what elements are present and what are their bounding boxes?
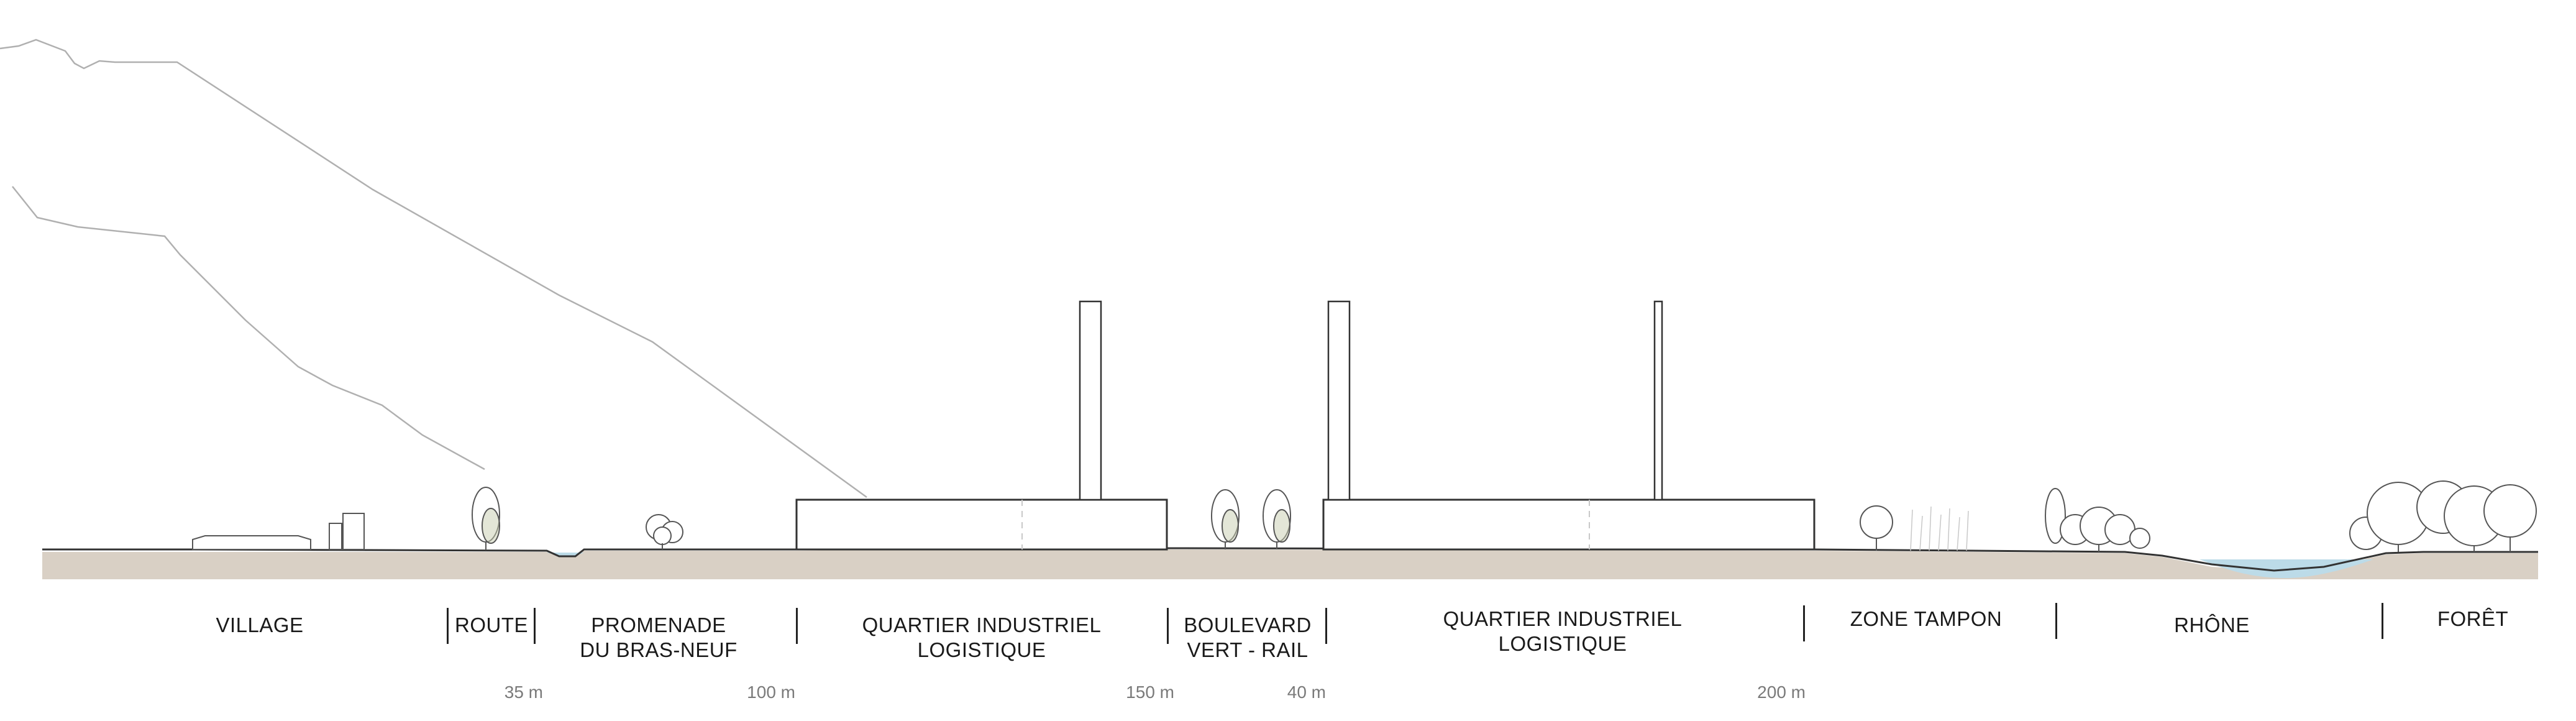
mountain-ridge-lower bbox=[12, 186, 485, 471]
zone-divider bbox=[796, 608, 798, 644]
reed-grass-icon bbox=[1966, 510, 1969, 551]
zone-label-line: FORÊT bbox=[2437, 607, 2509, 630]
ground-fill bbox=[42, 549, 2538, 579]
tree-riverbank bbox=[2045, 488, 2150, 552]
zone-label-line: QUARTIER INDUSTRIEL bbox=[862, 613, 1102, 636]
tree-boulevard-1 bbox=[1211, 489, 1240, 549]
reed-grasses bbox=[1910, 506, 1969, 551]
zone-divider bbox=[447, 608, 449, 644]
mountain-ridge-upper bbox=[0, 39, 867, 498]
forest-trees bbox=[2349, 480, 2537, 552]
tree-route bbox=[472, 487, 500, 549]
zone-label-industrial-1: QUARTIER INDUSTRIEL LOGISTIQUE bbox=[851, 613, 1112, 663]
zone-label-line: LOGISTIQUE bbox=[917, 638, 1046, 661]
reed-grass-icon bbox=[1957, 517, 1960, 551]
zone-label-line: QUARTIER INDUSTRIEL bbox=[1443, 607, 1683, 630]
tree-buffer bbox=[1860, 505, 1893, 551]
zone-label-zone-tampon: ZONE TAMPON bbox=[1827, 607, 2026, 631]
distance-marker: 40 m bbox=[1287, 682, 1326, 702]
zone-label-village: VILLAGE bbox=[198, 613, 322, 638]
zone-label-line: BOULEVARD bbox=[1184, 613, 1312, 636]
zone-label-line: VERT - RAIL bbox=[1187, 638, 1309, 661]
zone-label-line: DU BRAS-NEUF bbox=[580, 638, 738, 661]
distance-marker: 100 m bbox=[747, 682, 795, 702]
village-house-small bbox=[329, 523, 342, 550]
tree-promenade bbox=[646, 514, 683, 549]
zone-label-boulevard: BOULEVARD VERT - RAIL bbox=[1177, 613, 1318, 663]
tree-boulevard-2 bbox=[1263, 489, 1291, 549]
zone-divider bbox=[1803, 605, 1805, 641]
vegetation bbox=[472, 480, 2537, 552]
zone-divider bbox=[2382, 603, 2383, 639]
mountain-silhouette bbox=[0, 39, 867, 498]
ground-section bbox=[42, 547, 2538, 579]
distance-marker: 200 m bbox=[1757, 682, 1806, 702]
deciduous-tree-icon bbox=[653, 526, 672, 545]
zone-label-line: ROUTE bbox=[455, 613, 528, 636]
reed-grass-icon bbox=[1947, 508, 1950, 551]
warehouse-right-body bbox=[1322, 498, 1816, 551]
deciduous-tree-icon bbox=[1273, 509, 1290, 543]
reed-grass-icon bbox=[1938, 514, 1942, 551]
zone-divider bbox=[534, 608, 536, 644]
zone-label-promenade: PROMENADE DU BRAS-NEUF bbox=[559, 613, 758, 663]
warehouse-left-body bbox=[795, 498, 1168, 551]
village-buildings bbox=[192, 513, 365, 550]
deciduous-tree-icon bbox=[482, 508, 500, 544]
chimney-left bbox=[1079, 300, 1102, 501]
distance-marker: 35 m bbox=[504, 682, 543, 702]
zone-label-line: LOGISTIQUE bbox=[1498, 632, 1627, 655]
zone-divider bbox=[2055, 603, 2057, 639]
reed-grass-icon bbox=[1910, 509, 1913, 551]
zone-label-foret: FORÊT bbox=[2411, 607, 2535, 631]
zone-label-line: RHÔNE bbox=[2174, 613, 2250, 636]
zone-label-industrial-2: QUARTIER INDUSTRIEL LOGISTIQUE bbox=[1432, 607, 1693, 656]
zone-label-rhone: RHÔNE bbox=[2150, 613, 2274, 638]
distance-marker: 150 m bbox=[1126, 682, 1174, 702]
reed-grass-icon bbox=[1919, 515, 1923, 551]
zone-label-route: ROUTE bbox=[453, 613, 530, 638]
chimney-center bbox=[1327, 300, 1351, 501]
zone-label-line: PROMENADE bbox=[591, 613, 726, 636]
warehouse-right bbox=[1322, 300, 1816, 551]
deciduous-tree-icon bbox=[2483, 484, 2537, 538]
village-house-tall bbox=[342, 513, 365, 550]
zone-label-line: VILLAGE bbox=[216, 613, 304, 636]
reed-grass-icon bbox=[1929, 506, 1932, 551]
village-hall-building bbox=[192, 535, 311, 550]
deciduous-tree-icon bbox=[1860, 505, 1893, 539]
deciduous-tree-icon bbox=[2129, 528, 2150, 549]
deciduous-tree-icon bbox=[1222, 509, 1239, 543]
chimney-right bbox=[1653, 300, 1663, 501]
warehouse-left bbox=[795, 300, 1168, 551]
zone-divider bbox=[1167, 608, 1169, 644]
zone-divider bbox=[1325, 608, 1327, 644]
zone-label-line: ZONE TAMPON bbox=[1850, 607, 2003, 630]
